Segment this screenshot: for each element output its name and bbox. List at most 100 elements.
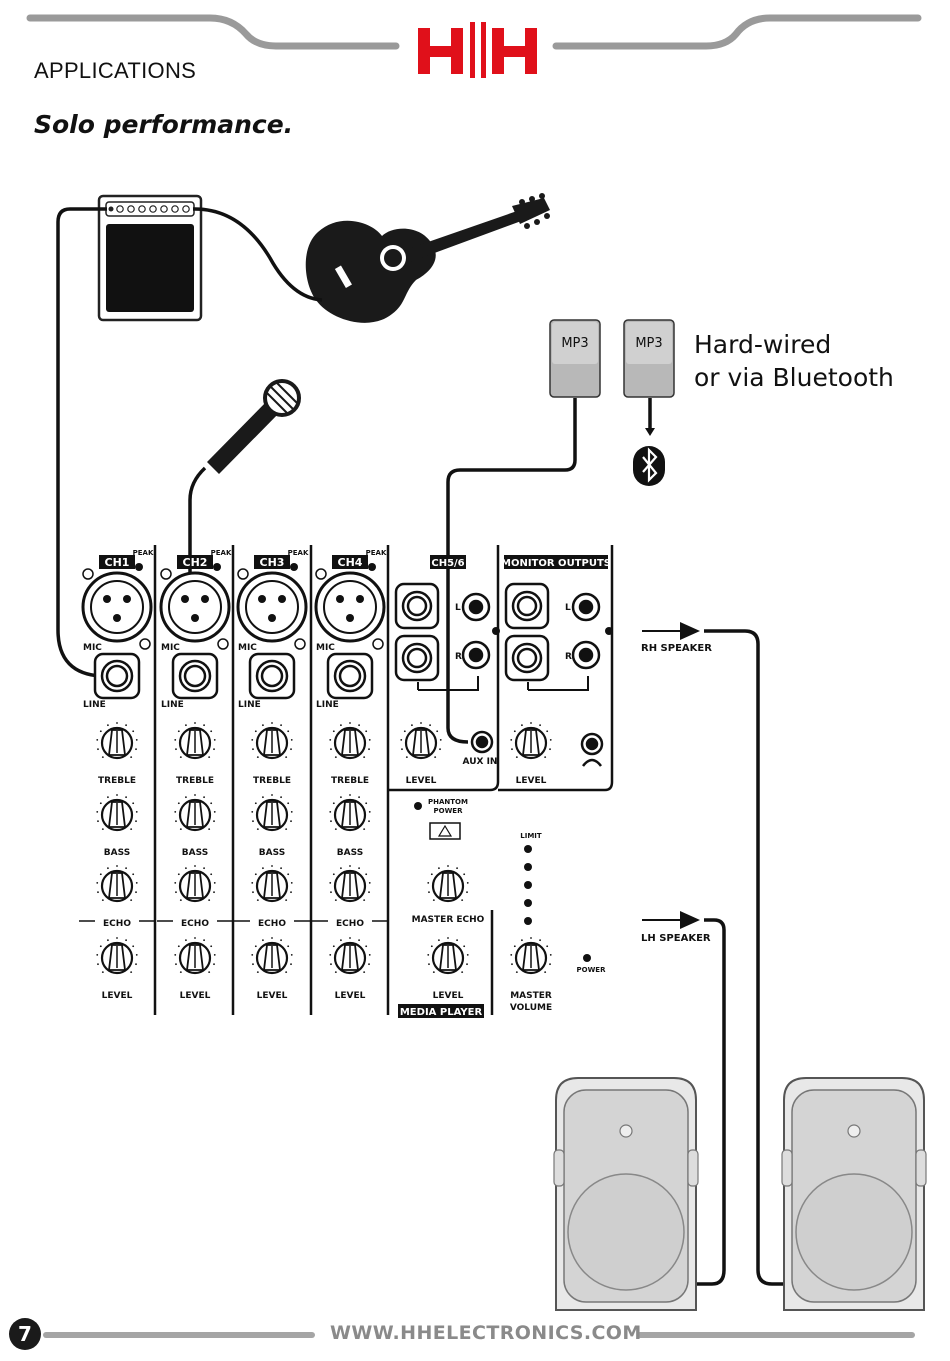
echo-knob[interactable] xyxy=(329,865,371,903)
mic-label: MIC xyxy=(238,643,257,653)
monitor-level-knob[interactable] xyxy=(510,722,552,760)
treble-knob[interactable] xyxy=(329,722,371,760)
treble-knob[interactable] xyxy=(96,722,138,760)
screw-icon xyxy=(82,568,94,580)
peak-led xyxy=(368,563,376,571)
stereo-r-label: R xyxy=(455,652,462,662)
mic-label: MIC xyxy=(83,643,102,653)
bass-knob[interactable] xyxy=(174,794,216,832)
level-knob[interactable] xyxy=(251,937,293,975)
speaker-right xyxy=(781,1077,927,1311)
stereo-l-label: L xyxy=(455,603,461,613)
guitar-amp xyxy=(97,194,203,322)
treble-label: TREBLE xyxy=(176,776,214,786)
echo-label: ECHO xyxy=(336,919,364,929)
caption-line-2: or via Bluetooth xyxy=(694,363,894,392)
leds xyxy=(414,802,591,962)
line-input[interactable] xyxy=(171,652,219,700)
line-label: LINE xyxy=(83,700,106,710)
treble-knob[interactable] xyxy=(174,722,216,760)
channel-strips: CH1PEAKMICLINETREBLEBASSECHOLEVELCH2PEAK… xyxy=(79,549,388,1001)
line-input[interactable] xyxy=(248,652,296,700)
line-label: LINE xyxy=(238,700,261,710)
treble-label: TREBLE xyxy=(253,776,291,786)
lh-speaker-label: LH SPEAKER xyxy=(641,933,711,944)
media-level-knob[interactable] xyxy=(427,937,469,975)
peak-label: PEAK xyxy=(366,549,387,557)
channel-name: CH4 xyxy=(338,556,363,569)
level-label: LEVEL xyxy=(335,991,366,1001)
master-echo-knob[interactable] xyxy=(427,865,469,903)
speakers xyxy=(553,1077,927,1311)
treble-knob[interactable] xyxy=(251,722,293,760)
media-level-label: LEVEL xyxy=(433,991,464,1001)
channel-name: CH1 xyxy=(105,556,130,569)
mp3-left-label: MP3 xyxy=(561,336,588,351)
caption-line-1: Hard-wired xyxy=(694,330,832,359)
bass-label: BASS xyxy=(259,848,285,858)
master-volume-knob[interactable] xyxy=(510,937,552,975)
master-echo-label: MASTER ECHO xyxy=(412,915,485,925)
footer-url[interactable]: WWW.HHELECTRONICS.COM xyxy=(330,1322,642,1344)
limit-label: LIMIT xyxy=(520,832,542,840)
master-knobs xyxy=(400,722,552,975)
screw-icon xyxy=(315,568,327,580)
echo-knob[interactable] xyxy=(174,865,216,903)
stereo-level-label: LEVEL xyxy=(406,776,437,786)
aux-in-label: AUX IN xyxy=(463,757,498,767)
screw-icon xyxy=(139,638,151,650)
mp3-player-right xyxy=(623,319,675,398)
monitor-outputs-label: MONITOR OUTPUTS xyxy=(501,558,611,569)
treble-label: TREBLE xyxy=(98,776,136,786)
echo-knob[interactable] xyxy=(96,865,138,903)
level-label: LEVEL xyxy=(180,991,211,1001)
media-player-label: MEDIA PLAYER xyxy=(400,1007,483,1018)
echo-label: ECHO xyxy=(258,919,286,929)
xlr-input[interactable] xyxy=(159,571,231,643)
xlr-input[interactable] xyxy=(314,571,386,643)
bass-label: BASS xyxy=(104,848,130,858)
xlr-input[interactable] xyxy=(81,571,153,643)
level-knob[interactable] xyxy=(174,937,216,975)
channel-name: CH2 xyxy=(183,556,208,569)
screw-icon xyxy=(237,568,249,580)
hh-logo xyxy=(418,22,537,78)
stereo-channel-label: CH5/6 xyxy=(431,558,464,569)
level-knob[interactable] xyxy=(96,937,138,975)
headphones-icon xyxy=(582,758,602,767)
output-arrows xyxy=(642,622,700,929)
phantom-label-2: POWER xyxy=(434,807,464,815)
level-label: LEVEL xyxy=(102,991,133,1001)
mp3-right-label: MP3 xyxy=(635,336,662,351)
echo-label: ECHO xyxy=(181,919,209,929)
peak-label: PEAK xyxy=(211,549,232,557)
echo-knob[interactable] xyxy=(251,865,293,903)
level-label: LEVEL xyxy=(257,991,288,1001)
line-input[interactable] xyxy=(93,652,141,700)
xlr-input[interactable] xyxy=(236,571,308,643)
phantom-label: PHANTOM xyxy=(428,798,468,806)
line-input[interactable] xyxy=(326,652,374,700)
mic-label: MIC xyxy=(316,643,335,653)
level-knob[interactable] xyxy=(329,937,371,975)
bass-knob[interactable] xyxy=(251,794,293,832)
volume-label: VOLUME xyxy=(510,1003,552,1013)
page-title: Solo performance. xyxy=(34,110,294,139)
bass-label: BASS xyxy=(337,848,363,858)
arrow-down-icon xyxy=(645,428,655,436)
screw-icon xyxy=(160,568,172,580)
stereo-jacks xyxy=(394,582,613,767)
bass-knob[interactable] xyxy=(329,794,371,832)
monitor-r-label: R xyxy=(565,652,572,662)
microphone xyxy=(207,379,301,474)
line-label: LINE xyxy=(161,700,184,710)
mp3-player-left xyxy=(549,319,601,398)
bluetooth-icon xyxy=(633,446,665,486)
stereo-level-knob[interactable] xyxy=(400,722,442,760)
mic-label: MIC xyxy=(161,643,180,653)
bass-knob[interactable] xyxy=(96,794,138,832)
